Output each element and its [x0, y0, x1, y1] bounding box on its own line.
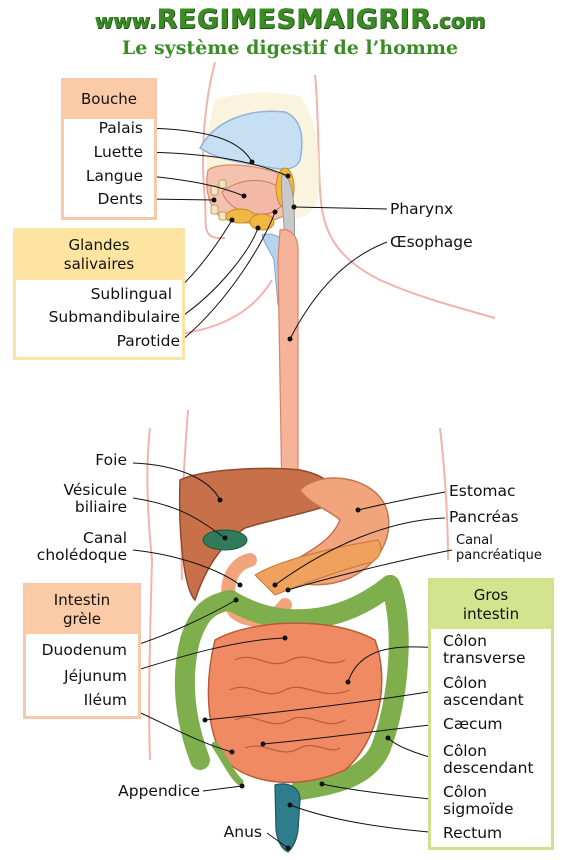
label-langue: Langue	[85, 167, 143, 185]
esophagus	[277, 229, 299, 501]
group-title-bouche: Bouche	[64, 81, 154, 119]
label-anus: Anus	[223, 823, 262, 841]
teeth	[210, 179, 227, 221]
label-colon-sigmoide: Côlon sigmoïde	[443, 783, 514, 818]
label-oesophage: Œsophage	[390, 233, 473, 251]
group-title-intestin-grele: Intestin grèle	[26, 586, 138, 634]
site-prefix: www.	[94, 9, 157, 33]
group-title-glandes-salivaires: Glandes salivaires	[16, 231, 182, 280]
site-name: REGIMESMAIGRIR	[156, 4, 432, 35]
label-pharynx: Pharynx	[390, 200, 454, 218]
label-vesicule-biliaire: Vésicule biliaire	[63, 481, 127, 516]
small-intestine-folds	[229, 656, 351, 753]
label-colon-ascendant: Côlon ascendant	[443, 674, 524, 709]
label-estomac: Estomac	[449, 482, 516, 500]
group-box-intestin-grele: Intestin grèle	[23, 583, 141, 719]
label-canal-choledoque: Canal cholédoque	[36, 529, 127, 564]
group-box-glandes-salivaires: Glandes salivaires	[13, 228, 185, 360]
label-colon-transverse: Côlon transverse	[443, 632, 526, 667]
group-box-bouche: Bouche	[61, 78, 157, 220]
label-foie: Foie	[95, 451, 127, 469]
label-parotide: Parotide	[116, 332, 180, 350]
label-appendice: Appendice	[118, 782, 200, 800]
label-dents: Dents	[97, 190, 143, 208]
group-box-gros-intestin: Gros intestin	[428, 578, 554, 850]
label-rectum: Rectum	[443, 824, 503, 842]
site-banner: www.REGIMESMAIGRIR.com	[0, 4, 580, 35]
rectum	[274, 783, 301, 853]
page-title: Le système digestif de l’homme	[121, 37, 459, 59]
label-colon-descendant: Côlon descendant	[443, 742, 534, 777]
small-intestine	[207, 622, 383, 784]
label-sublingual: Sublingual	[90, 285, 172, 303]
large-intestine	[174, 575, 409, 800]
group-title-gros-intestin: Gros intestin	[431, 581, 551, 629]
label-pancreas: Pancréas	[449, 508, 519, 526]
label-submandibulaire: Submandibulaire	[48, 308, 180, 326]
label-canal-pancreatique: Canal pancréatique	[456, 533, 542, 563]
label-luette: Luette	[93, 143, 143, 161]
site-suffix: .com	[431, 9, 486, 33]
label-jejunum: Jéjunum	[64, 667, 127, 685]
label-duodenum: Duodenum	[41, 641, 127, 659]
palate-nasal-cavity	[199, 110, 303, 170]
leader-dots	[202, 159, 391, 851]
label-palais: Palais	[98, 119, 143, 137]
label-ileum: Iléum	[83, 691, 127, 709]
label-caecum: Cæcum	[443, 715, 503, 733]
pancreas	[254, 539, 382, 596]
appendix	[211, 741, 244, 786]
